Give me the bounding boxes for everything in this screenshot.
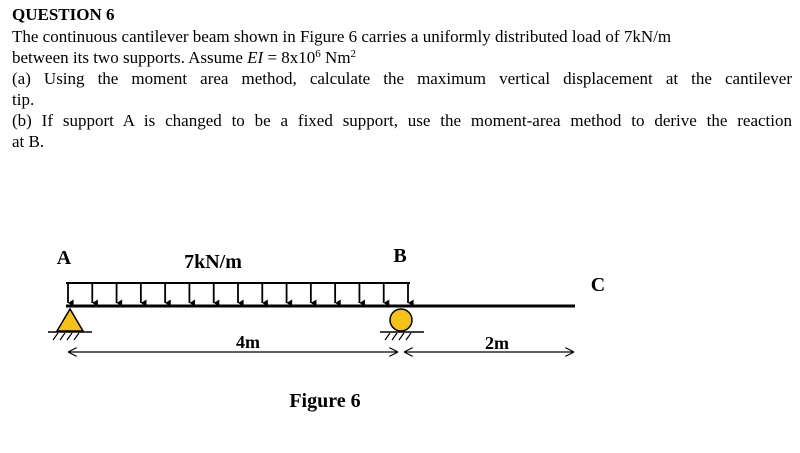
span-ab-label: 4m (236, 332, 260, 352)
part-a-line-1: (a) Using the moment area method, calcul… (12, 69, 792, 88)
ei-value: = 8x10 (263, 48, 316, 67)
label-c: C (591, 274, 605, 296)
roller-circle (389, 308, 413, 332)
part-a-line-2: tip. (12, 90, 35, 109)
ei-symbol: EI (247, 48, 264, 67)
line2-pre: between its two supports. Assume (12, 48, 248, 67)
part-b-line-1: (b) If support A is changed to be a fixe… (12, 111, 792, 130)
figure-caption: Figure 6 (289, 390, 360, 412)
support-a-pin (48, 307, 92, 341)
pin-triangle (55, 307, 85, 332)
distributed-load (66, 282, 414, 307)
part-b-line-2: at B. (12, 132, 45, 151)
load-arrows (67, 283, 414, 307)
ei-exponent: 6 (315, 48, 321, 60)
label-a: A (57, 247, 72, 269)
ei-unit: Nm (320, 48, 351, 67)
span-bc-label: 2m (485, 333, 509, 353)
dimension-ab: 4m (68, 332, 398, 352)
question-title: QUESTION 6 (12, 5, 115, 24)
support-b-roller (380, 308, 424, 341)
label-b: B (393, 245, 406, 267)
question-block: QUESTION 6 The continuous cantilever bea… (12, 4, 792, 152)
load-label: 7kN/m (184, 251, 242, 273)
question-line-1: The continuous cantilever beam shown in … (12, 27, 672, 46)
ground-hatch-a (52, 332, 80, 341)
ei-unit-exponent: 2 (350, 48, 357, 60)
dimension-bc: 2m (404, 333, 574, 353)
question-line-2: between its two supports. Assume EI = 8x… (12, 47, 792, 68)
ground-hatch-b (384, 332, 412, 341)
